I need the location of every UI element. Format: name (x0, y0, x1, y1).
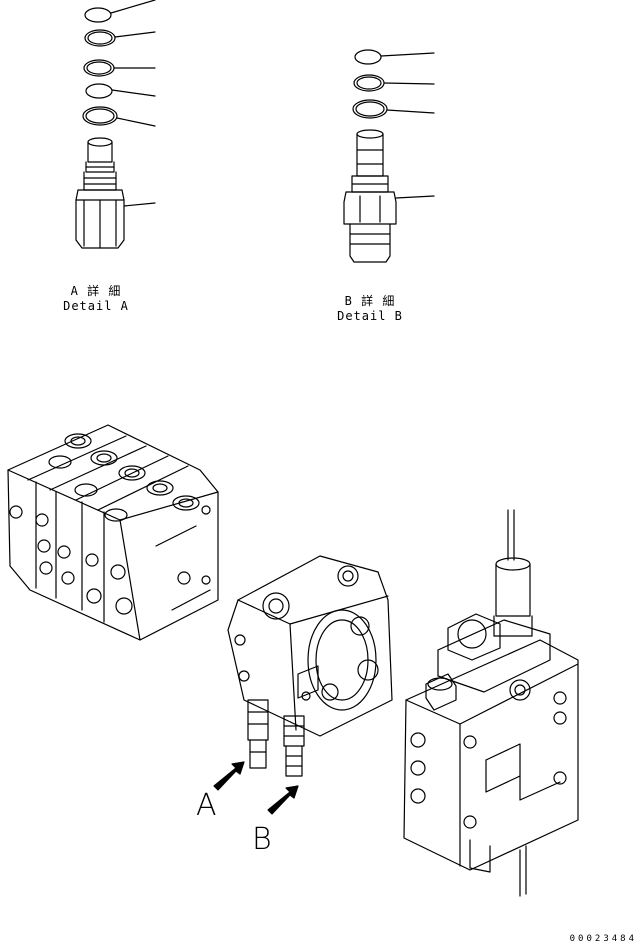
center-valve-section (227, 555, 393, 737)
detail-b-caption-jp: B 詳 細 (344, 294, 396, 308)
detail-a-backup-ring-1 (84, 29, 156, 47)
detail-b-backup-ring (353, 74, 435, 92)
detail-a-backup-ring-2 (83, 59, 156, 77)
detail-b-valve-cartridge (343, 129, 435, 263)
detail-b-caption-en: Detail B (337, 309, 403, 323)
detail-a-seal-1 (84, 0, 156, 23)
detail-a-caption: A 詳 細 Detail A (56, 284, 136, 314)
solenoid-valve-assembly (403, 509, 579, 897)
valve-stack-assembly (7, 424, 219, 641)
detail-a-parts (75, 0, 156, 249)
detail-a-valve-cartridge (75, 137, 156, 249)
installed-cartridge-a (247, 699, 269, 769)
detail-b-caption: B 詳 細 Detail B (330, 294, 410, 324)
detail-b-parts (343, 49, 435, 263)
detail-b-seal (354, 49, 435, 65)
detail-a-caption-en: Detail A (63, 299, 129, 313)
detail-b-o-ring (352, 99, 435, 119)
detail-a-caption-jp: A 詳 細 (70, 284, 122, 298)
drawing-number: 00023484 (569, 934, 637, 944)
arrow-a (213, 761, 245, 791)
arrow-b (267, 785, 299, 815)
arrow-a-label: A (196, 788, 217, 823)
detail-a-o-ring (82, 106, 156, 127)
installed-cartridge-b (283, 715, 305, 777)
arrow-b-label: B (252, 822, 272, 857)
detail-a-seal-2 (85, 83, 156, 99)
